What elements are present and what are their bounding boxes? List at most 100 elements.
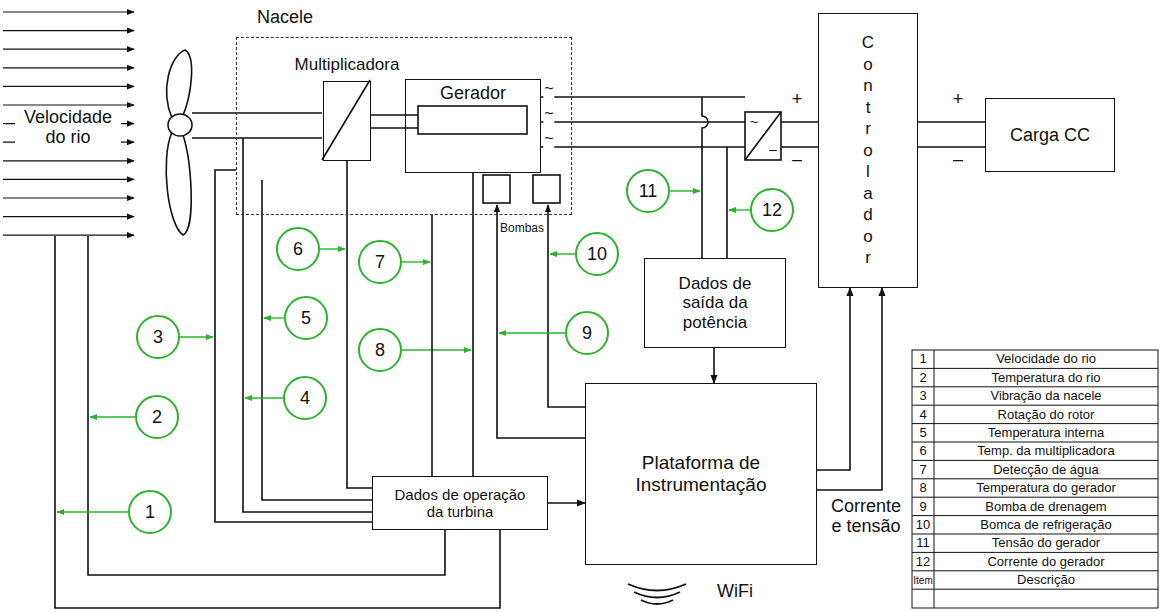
node-label: Plataforma de Instrumentação (606, 452, 796, 496)
diagram-label: – (768, 142, 778, 157)
connector (431, 215, 433, 476)
pump-box (483, 175, 510, 203)
phase-wire (540, 96, 745, 98)
table-cell: 10 (915, 518, 931, 532)
diagram-label: – (952, 150, 964, 170)
diagram-label: ~ (543, 80, 554, 98)
table-cell: Temperatura do gerador (975, 481, 1116, 495)
flow-arrow (3, 104, 134, 105)
callout-circle: 9 (565, 311, 609, 355)
table-cell: Temperatura do rio (990, 371, 1101, 385)
power-data-box: Dados de saída da potência (644, 258, 786, 348)
callout-circle: 1 (128, 490, 172, 534)
rotor-symbol (166, 50, 192, 235)
diagram-label: + (791, 90, 804, 110)
flow-arrow (3, 197, 134, 198)
table-cell: Detecção de água (992, 463, 1100, 477)
table-cell: Tensão do gerador (991, 536, 1101, 550)
diagram-label: ~ (543, 105, 554, 123)
diagram-label: Bombas (499, 222, 545, 235)
flow-arrow (3, 30, 134, 31)
diagram-label: WiFi (716, 582, 754, 602)
callout-leader (245, 397, 283, 398)
connector (215, 170, 372, 522)
flow-arrow (3, 216, 134, 217)
rotor-blade (166, 132, 191, 235)
connector (918, 121, 985, 123)
callout-leader (264, 317, 284, 318)
table-cell: Item (912, 575, 933, 586)
wifi-arc (628, 584, 686, 591)
table-row-rule (912, 515, 1158, 516)
connector (817, 288, 882, 490)
table-cell: 8 (918, 481, 927, 495)
callout-circle: 7 (358, 240, 402, 284)
gearbox-box: Multiplicadora (323, 81, 371, 161)
node-label: Controlador (862, 32, 874, 269)
flow-arrow (3, 86, 134, 87)
table-cell: 11 (915, 536, 931, 550)
callout-number: 2 (152, 407, 162, 428)
table-row-rule (912, 442, 1158, 443)
callout-circle: 3 (136, 315, 180, 359)
power-wires (540, 97, 818, 258)
diagram-label: ~ (543, 130, 554, 148)
item-table (912, 350, 1158, 608)
rectifier-diagonal (745, 112, 781, 160)
table-cell: Descrição (1016, 573, 1076, 587)
callout-circle: 6 (276, 227, 320, 271)
callout-number: 5 (301, 308, 311, 329)
table-row-rule (912, 497, 1158, 498)
table-cell: Velocidade do rio (995, 352, 1097, 366)
nacelle-region: MultiplicadoraGeradorNacele (236, 37, 572, 215)
table-cell: Temperatura interna (987, 426, 1105, 440)
callout-leader (550, 253, 575, 254)
callout-number: 10 (587, 244, 607, 265)
part-heading: Multiplicadora (295, 55, 400, 75)
connector (918, 146, 985, 148)
platform-box: Plataforma de Instrumentação (585, 383, 817, 565)
table-cell: Corrente do gerador (986, 555, 1105, 569)
main-shaft (192, 113, 322, 138)
table-cell: 5 (918, 426, 927, 440)
callout-circle: 12 (750, 188, 794, 232)
signal-wires (55, 138, 585, 608)
gearbox-diagonal (322, 80, 370, 160)
table-row-rule (912, 534, 1158, 535)
node-label: Gerador (440, 83, 506, 104)
table-row-rule (912, 405, 1158, 406)
table-row-rule (912, 589, 1158, 590)
turbine-data-box: Dados de operação da turbina (372, 476, 548, 530)
table-cell: 2 (918, 371, 927, 385)
callout-number: 8 (375, 340, 385, 361)
callout-leader (320, 248, 345, 249)
callout-number: 6 (293, 239, 303, 260)
table-cell: 6 (918, 444, 927, 458)
callout-leader (402, 349, 471, 350)
fast-shaft (370, 115, 418, 128)
callout-circle: 5 (284, 296, 328, 340)
signal-wire (55, 236, 500, 608)
flow-arrow (3, 67, 134, 68)
table-row-rule (912, 460, 1158, 461)
connector (472, 173, 474, 476)
table-cell: 1 (918, 352, 927, 366)
table-cell: 7 (918, 463, 927, 477)
pump-control-wire (548, 205, 585, 407)
current-tap (726, 147, 728, 258)
table-row-rule (912, 570, 1158, 571)
pump-symbols (483, 175, 560, 203)
callout-circle: 8 (358, 328, 402, 372)
callout-circle: 10 (575, 232, 619, 276)
table-cell: 9 (918, 499, 927, 513)
phase-wire (540, 146, 745, 148)
signal-wire (243, 138, 372, 512)
signal-wire (262, 180, 372, 500)
callout-number: 1 (145, 502, 155, 523)
diagram-label: ~ (749, 115, 759, 130)
callout-leader (180, 336, 213, 337)
connector-label: Corrente e tensão (823, 497, 909, 537)
connector (817, 288, 850, 470)
callout-number: 12 (762, 200, 782, 221)
flow-arrow (3, 11, 134, 12)
